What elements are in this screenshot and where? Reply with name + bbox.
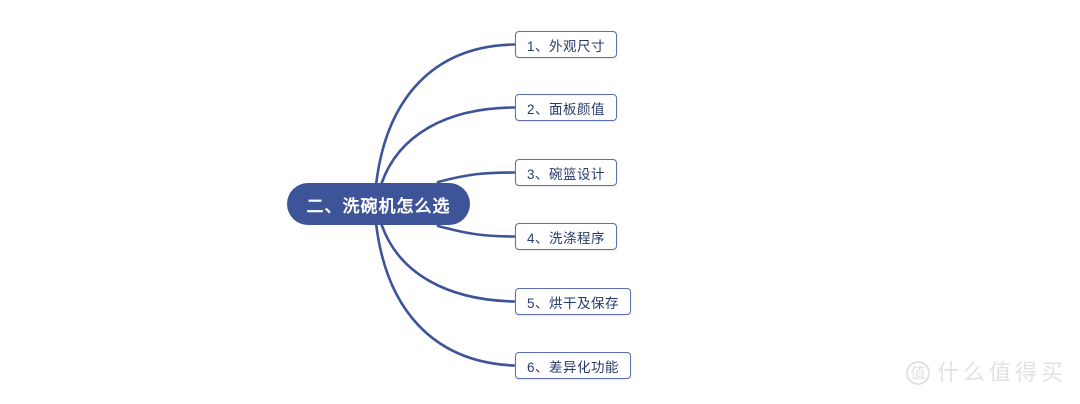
edge-root-to-branch-6 [374,221,516,367]
branch-node-appearance-size[interactable]: 1、外观尺寸 [515,31,618,58]
branch-node-label: 4、洗涤程序 [527,230,606,246]
root-node-label: 二、洗碗机怎么选 [306,196,451,216]
branch-node-panel-looks[interactable]: 2、面板颜值 [515,94,618,121]
smzdm-logo-char: 值 [910,364,926,382]
branch-node-differentiated-features[interactable]: 6、差异化功能 [515,352,632,379]
branch-node-label: 1、外观尺寸 [527,38,606,54]
edge-root-to-branch-5 [379,221,516,303]
edge-root-to-branch-3 [436,171,516,184]
branch-node-label: 5、烘干及保存 [527,295,620,311]
branch-node-label: 3、碗篮设计 [527,166,606,182]
edge-root-to-branch-2 [379,106,516,187]
root-node-how-to-choose-dishwasher[interactable]: 二、洗碗机怎么选 [287,183,470,225]
branch-node-wash-programs[interactable]: 4、洗涤程序 [515,223,618,250]
smzdm-watermark: 值 什么值得买 [906,361,1067,385]
smzdm-logo-icon: 值 [906,361,930,385]
branch-node-label: 6、差异化功能 [527,359,620,375]
branch-node-drying-storage[interactable]: 5、烘干及保存 [515,288,632,315]
branch-node-basket-design[interactable]: 3、碗篮设计 [515,159,618,186]
edge-root-to-branch-1 [374,43,516,187]
edge-root-to-branch-4 [436,224,516,238]
branch-node-label: 2、面板颜值 [527,101,606,117]
smzdm-watermark-text: 什么值得买 [937,360,1068,385]
